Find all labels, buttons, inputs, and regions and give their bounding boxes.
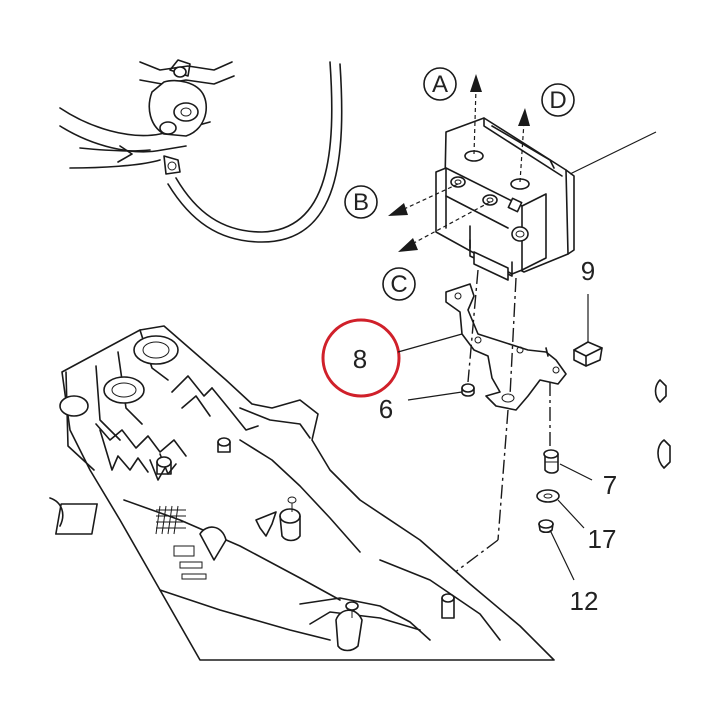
svg-text:D: D xyxy=(549,87,566,114)
direction-arrows xyxy=(388,74,530,252)
direction-label-b: B xyxy=(344,185,378,219)
alignment-line-right xyxy=(509,277,517,397)
part-label-7: 7 xyxy=(603,470,617,500)
spacer-part-7 xyxy=(543,449,593,481)
screw-part-12 xyxy=(538,519,575,581)
arrow-a-head xyxy=(470,74,482,92)
bolt-part-6 xyxy=(407,383,475,401)
part-label-12: 12 xyxy=(570,586,599,616)
frame-tank-section xyxy=(55,325,555,661)
part-label-8: 8 xyxy=(353,344,367,374)
part-label-9: 9 xyxy=(581,256,595,286)
part-label-8-highlight: 8 xyxy=(321,318,401,398)
abs-modulator-unit xyxy=(435,117,575,281)
left-edge-component xyxy=(49,497,64,527)
arrow-c-head xyxy=(398,238,418,252)
svg-text:B: B xyxy=(353,189,369,216)
svg-text:A: A xyxy=(432,71,448,98)
arrow-b-head xyxy=(388,203,408,216)
clip-nut-part-9 xyxy=(573,294,603,367)
arrow-d-head xyxy=(518,108,530,126)
part-label-6: 6 xyxy=(379,394,393,424)
direction-label-c: C xyxy=(382,267,416,301)
handlebar-assembly xyxy=(59,59,235,175)
brake-line-cable xyxy=(167,61,343,243)
svg-text:C: C xyxy=(390,271,407,298)
right-edge-components xyxy=(654,379,671,469)
part-label-17: 17 xyxy=(588,524,617,554)
washer-part-17 xyxy=(536,489,585,529)
alignment-line-main xyxy=(497,409,509,541)
alignment-line-left xyxy=(467,269,479,383)
direction-label-a: A xyxy=(423,67,457,101)
direction-label-d: D xyxy=(541,83,575,117)
abs-bracket xyxy=(445,283,567,411)
